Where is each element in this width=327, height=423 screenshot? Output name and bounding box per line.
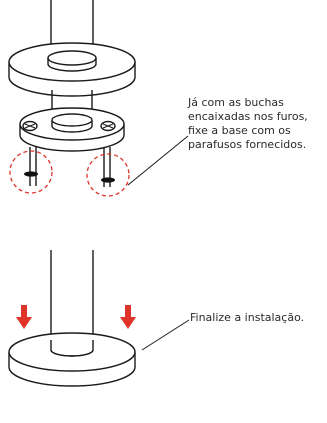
screw-head-icon [22,120,38,132]
hole-marker-right [86,153,130,197]
step1-illustration [8,0,136,187]
hole-marker-left [9,150,53,194]
step2-instruction: Finalize a instalação. [190,311,304,325]
floor-holes [9,150,130,197]
step1-line: Já com as buchas [188,96,284,109]
lower-base [8,332,136,387]
step2-leader-line [141,319,190,351]
step1-leader-line [127,135,189,186]
step1-line: parafusos fornecidos. [188,138,307,151]
step2-line: Finalize a instalação. [190,311,305,324]
screw-head-icon [100,120,116,132]
lower-pole [50,250,94,340]
arrow-down-icon [120,305,136,329]
step1-line: fixe a base com os [188,124,291,137]
screw-shank-left [29,147,37,186]
step1-instruction: Já com as buchas encaixadas nos furos, f… [188,96,308,152]
step2-illustration [8,250,136,387]
base-plate [19,107,125,152]
hole-right [101,177,115,183]
arrow-down-icon [16,305,32,329]
step1-line: encaixadas nos furos, [188,110,308,123]
upper-flange [8,42,136,97]
hole-left [24,171,38,177]
